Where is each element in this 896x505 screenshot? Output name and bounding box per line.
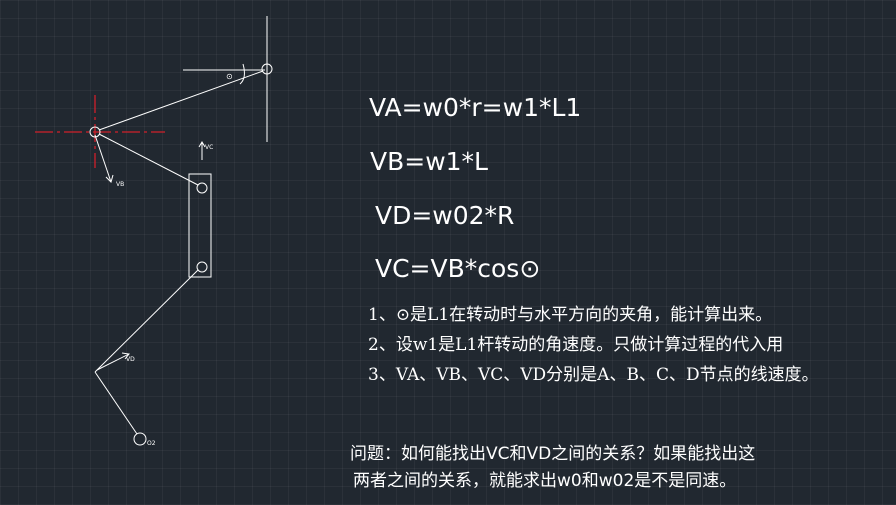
o2-label: O2 (147, 440, 156, 447)
joint-c-circle (196, 182, 208, 194)
slider-guide (188, 173, 212, 278)
vb-arrow-line (94, 134, 112, 183)
theta-label: ⊙ (226, 72, 233, 81)
pivot-o2-circle (133, 432, 147, 446)
vd-arrow-line (96, 353, 130, 371)
angle-arc (239, 63, 245, 85)
note-1: 1、⊙是L1在转动时与水平方向的夹角，能计算出来。 (368, 305, 773, 325)
equation-vc: VC=VB*cos⊙ (375, 254, 541, 283)
equation-vd: VD=w02*R (375, 201, 515, 230)
vb-arrow-head (105, 174, 114, 183)
vd-arrow-head (121, 352, 130, 360)
question-line-2: 两者之间的关系，就能求出w0和w02是不是同速。 (353, 471, 737, 491)
equation-vb: VB=w1*L (370, 147, 488, 176)
pivot-b-circle (89, 126, 101, 138)
link-d-knee (94, 269, 199, 373)
link-l1 (98, 70, 264, 131)
link-knee-o2 (94, 371, 138, 435)
pivot-a-circle (261, 63, 273, 75)
vc-arrow-head (198, 141, 206, 148)
note-3: 3、VA、VB、VC、VD分别是A、B、C、D节点的线速度。 (368, 365, 819, 385)
equation-va: VA=w0*r=w1*L1 (369, 93, 582, 122)
vc-label: VC (205, 144, 213, 151)
note-2: 2、设w1是L1杆转动的角速度。只做计算过程的代入用 (368, 335, 784, 355)
vb-label: VB (116, 181, 124, 188)
link-l (98, 133, 199, 186)
vd-label: VD (126, 356, 135, 363)
question-line-1: 问题：如何能找出VC和VD之间的关系？如果能找出这 (350, 444, 756, 464)
joint-d-circle (196, 261, 208, 273)
